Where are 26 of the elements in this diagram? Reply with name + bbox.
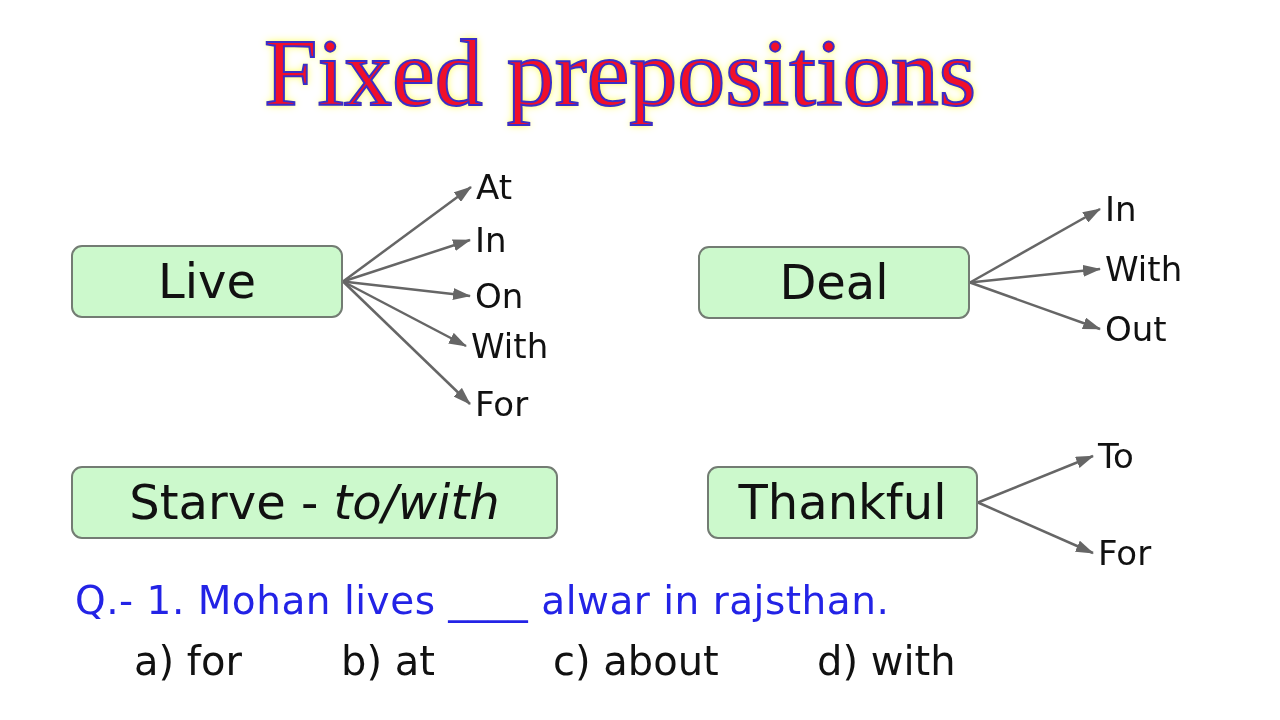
word-box: Live <box>71 245 343 318</box>
word-box: Thankful <box>707 466 978 539</box>
preposition-text: With <box>1105 250 1183 288</box>
arrow <box>342 280 471 405</box>
preposition-text: In <box>1105 190 1137 228</box>
preposition-text: For <box>1098 534 1152 572</box>
arrow <box>969 281 1101 331</box>
question-text: Q.- 1. Mohan lives ____ alwar in rajsthan. <box>75 578 890 623</box>
preposition-text: To <box>1098 437 1134 475</box>
preposition-text: In <box>475 221 507 259</box>
arrow <box>342 186 472 283</box>
answer-option: a) for <box>134 638 242 684</box>
answer-option: b) at <box>341 638 435 684</box>
arrow <box>977 501 1094 555</box>
preposition-text: For <box>475 385 529 423</box>
preposition-text: With <box>471 327 549 365</box>
arrow <box>977 454 1094 504</box>
preposition-text: Out <box>1105 310 1167 348</box>
answer-option: c) about <box>553 638 719 684</box>
arrow <box>969 207 1101 284</box>
title: Fixed prepositions <box>264 20 976 126</box>
preposition-text: On <box>475 277 524 315</box>
answer-option: d) with <box>817 638 956 684</box>
word-box: Deal <box>698 246 970 319</box>
preposition-text: At <box>476 168 512 206</box>
word-box: Starve - to/with <box>71 466 558 539</box>
